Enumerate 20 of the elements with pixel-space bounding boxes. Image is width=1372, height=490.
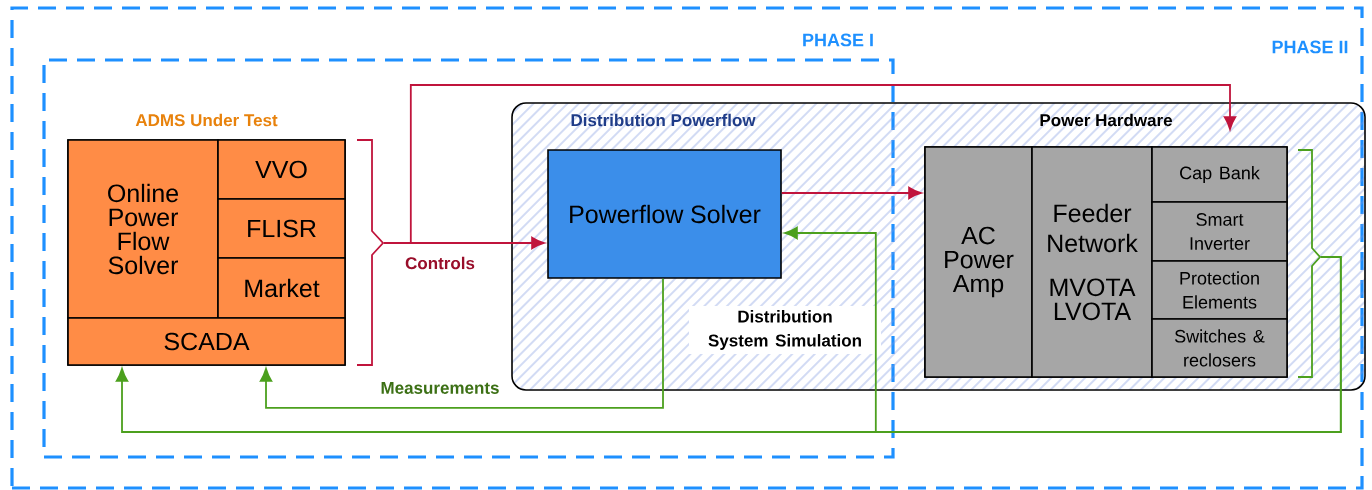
arrow [780, 186, 922, 200]
edge-label: Controls [403, 254, 477, 272]
component-box: SCADA [67, 317, 346, 366]
edge-label: Measurements [378, 380, 502, 396]
hardware-box: Cap Bank [1151, 146, 1288, 203]
arrow [259, 277, 664, 409]
solver-box: Powerflow Solver [547, 149, 782, 279]
node-label: ADMS Under Test [135, 113, 278, 127]
hardware-box: AC Power Amp [924, 146, 1033, 378]
hardware-box: Protection Elements [1151, 260, 1288, 320]
hardware-box: Smart Inverter [1151, 201, 1288, 262]
hardware-box: Switches & reclosers [1151, 318, 1288, 378]
arrow [382, 236, 545, 250]
arrow [409, 84, 1237, 244]
node-label: PHASE I [803, 33, 873, 47]
arrow [784, 226, 1342, 433]
component-box: FLISR [217, 198, 346, 259]
component-box: VVO [217, 139, 346, 200]
node-label: Power Hardware [1040, 113, 1173, 127]
component-box: Market [217, 257, 346, 319]
